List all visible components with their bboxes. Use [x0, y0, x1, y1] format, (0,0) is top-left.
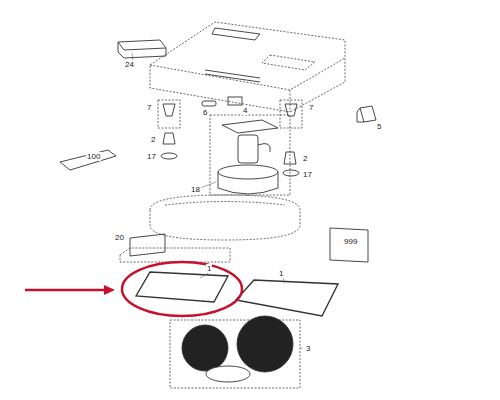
motor-plate — [222, 120, 278, 133]
blower-wheel — [218, 172, 278, 194]
grease-filter — [236, 280, 338, 316]
blower-housing — [150, 195, 300, 240]
top-plate — [212, 28, 260, 40]
control-strip — [205, 70, 260, 82]
filter-bracket — [118, 40, 166, 58]
leader-line — [283, 278, 285, 283]
socket — [228, 97, 242, 105]
leader-line — [132, 53, 133, 60]
knob-group — [280, 100, 302, 128]
damper — [130, 234, 165, 256]
callout-number: 4 — [242, 106, 248, 115]
callout-number: 5 — [376, 122, 382, 131]
callout-number: 3 — [305, 344, 311, 353]
highlight-arrow — [25, 289, 106, 292]
callout-number: 18 — [190, 185, 201, 194]
grease-filter — [136, 272, 228, 302]
bulb — [202, 101, 216, 106]
hood-body — [150, 22, 345, 112]
callout-number: 17 — [302, 170, 313, 179]
callout-number: 6 — [202, 108, 208, 117]
clip — [357, 106, 376, 122]
housing-edge — [165, 202, 285, 206]
callout-number: 2 — [150, 135, 156, 144]
cover-plate — [60, 150, 116, 170]
motor-group — [210, 115, 290, 195]
highlight-ellipse — [122, 262, 242, 316]
callout-number: 7 — [146, 103, 152, 112]
disc — [206, 366, 250, 382]
leader-line — [300, 348, 303, 349]
callout-number: 17 — [146, 152, 157, 161]
charcoal-filter — [237, 316, 293, 372]
washer — [161, 153, 177, 159]
callout-number: 1 — [278, 269, 284, 278]
callout-number: 100 — [86, 152, 101, 161]
arrow-head — [104, 285, 115, 295]
switch — [163, 133, 175, 144]
switch — [284, 152, 296, 164]
blower-wheel-top — [218, 165, 278, 179]
callout-number: 24 — [124, 60, 135, 69]
motor — [238, 135, 258, 163]
callout-number: 20 — [114, 233, 125, 242]
leader-line — [200, 182, 216, 188]
knob — [285, 104, 297, 116]
manual — [330, 228, 368, 262]
callout-number: 7 — [308, 103, 314, 112]
callout-number: 2 — [302, 154, 308, 163]
knob-group — [158, 100, 180, 128]
charcoal-filter — [182, 325, 228, 371]
hood-opening — [262, 55, 315, 70]
callout-number: 1 — [206, 264, 212, 273]
hood-edge — [150, 58, 345, 112]
callout-number: 999 — [343, 237, 358, 246]
knob — [163, 104, 175, 116]
motor-wire — [258, 144, 270, 152]
washer — [283, 170, 299, 176]
